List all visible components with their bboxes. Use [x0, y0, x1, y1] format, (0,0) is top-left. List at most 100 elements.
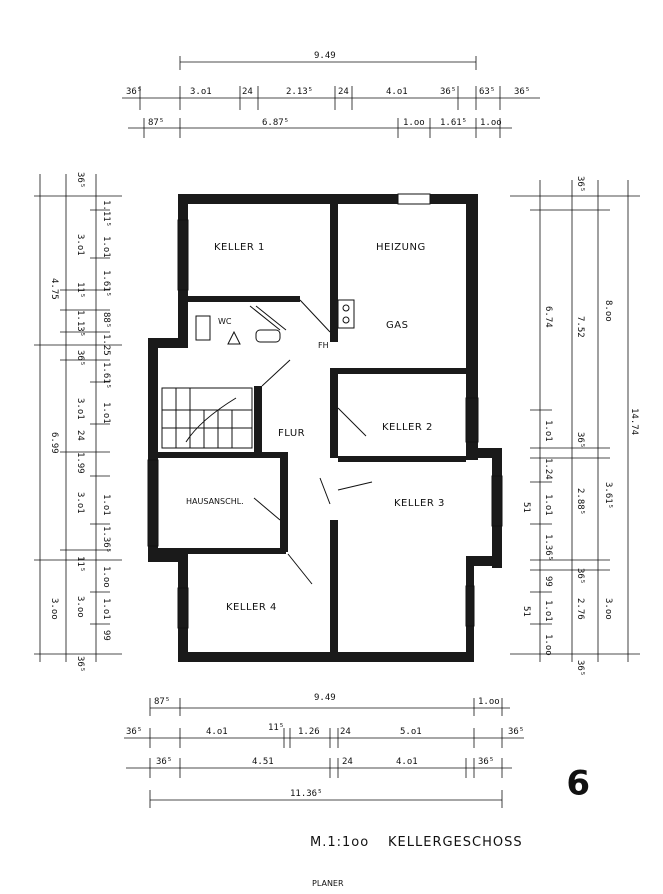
left-mid-dim: 11⁵ [75, 556, 85, 572]
room-label-keller2: KELLER 2 [382, 422, 433, 433]
left-mid-dim: 11⁵ [75, 282, 85, 298]
staircase [161, 387, 253, 449]
top-row2-dim: 1.oo [403, 118, 425, 128]
top-total-dim: 9.49 [314, 51, 336, 61]
left-inner-dim: 99 [101, 630, 111, 641]
left-mid-dim: 1.99 [75, 452, 85, 474]
right-small-dim: 1.36⁵ [543, 534, 553, 561]
right-inner-dim: 2.76 [575, 598, 585, 620]
right-small-dim: 1.o1 [543, 420, 553, 442]
room-label-hausanschl: HAUSANSCHL. [186, 497, 244, 506]
room-label-keller3: KELLER 3 [394, 498, 445, 509]
right-small-dim: 1.24 [543, 458, 553, 480]
left-inner-dim: 1.61⁵ [101, 362, 111, 389]
bottom-row2-dim: 36⁵ [508, 727, 524, 737]
right-small-dim: 1.o1 [543, 494, 553, 516]
top-dimensions: 9.49 36⁵ 3.o1 24 2.13⁵ 24 4.o1 36⁵ 63⁵ 3… [122, 51, 540, 138]
left-outer-dim: 4.75 [49, 278, 59, 300]
left-inner-dim: 1.oo [101, 566, 111, 588]
bottom-row2-dim: 1.26 [298, 727, 320, 737]
right-mid-dim: 8.oo [603, 300, 613, 322]
left-outer-dim: 6.99 [49, 432, 59, 454]
top-row2-dim: 1.61⁵ [440, 118, 467, 128]
left-inner-dim: 1.o1 [101, 236, 111, 258]
right-inner-dim: 2.88⁵ [575, 488, 585, 515]
top-row1-dim: 36⁵ [440, 87, 456, 97]
right-small-dim: 1.oo [543, 634, 553, 656]
bottom-row3-dim: 4.o1 [396, 757, 418, 767]
left-mid-dim: 3.o1 [75, 398, 85, 420]
left-dimensions: 4.75 6.99 3.oo 36⁵ 3.o1 11⁵ 1.13⁵ 36⁵ 3.… [34, 172, 122, 672]
top-row1-dim: 24 [242, 87, 253, 97]
top-row1-dim: 3.o1 [190, 87, 212, 97]
left-inner-dim: 1.o1 [101, 402, 111, 424]
left-inner-dim: 1.25 [101, 334, 111, 356]
room-label-keller4: KELLER 4 [226, 602, 277, 613]
left-inner-dim: 1.11⁵ [101, 200, 111, 227]
wc-fixtures [195, 305, 287, 345]
right-inner-dim: 36⁵ [575, 176, 585, 192]
bottom-row2-dim: 5.o1 [400, 727, 422, 737]
right-mid-dim: 3.61⁵ [603, 482, 613, 509]
right-inner-dim: 36⁵ [575, 660, 585, 676]
bottom-row2-dim: 4.o1 [206, 727, 228, 737]
sheet-number: 9 [566, 761, 590, 801]
right-mid-dim: 3.oo [603, 598, 613, 620]
left-mid-dim: 3.o1 [75, 234, 85, 256]
room-label-gas: GAS [386, 320, 408, 331]
room-label-heizung: HEIZUNG [376, 242, 426, 253]
top-row2-dim: 6.87⁵ [262, 118, 289, 128]
room-labels: KELLER 1 HEIZUNG GAS WC FH FLUR KELLER 2… [186, 242, 445, 613]
right-outer-dim: 14.74 [629, 408, 639, 435]
bottom-row1-dim: 9.49 [314, 693, 336, 703]
left-outer-dim: 3.oo [49, 598, 59, 620]
right-small-dim: 99 [543, 576, 553, 587]
left-inner-dim: 1.o1 [101, 494, 111, 516]
left-mid-dim: 36⁵ [75, 350, 85, 366]
left-inner-dim: 1.61⁵ [101, 270, 111, 297]
scale-label: M.1:1oo [310, 835, 369, 850]
left-inner-dim: 1.o1 [101, 598, 111, 620]
bottom-row1-dim: 87⁵ [154, 697, 170, 707]
left-mid-dim: 24 [75, 430, 85, 441]
right-small-dim: 51 [521, 606, 531, 617]
left-inner-dim: 88⁵ [101, 312, 111, 328]
room-label-fh: FH [318, 341, 329, 350]
right-inner-dim: 36⁵ [575, 432, 585, 448]
top-row1-dim: 63⁵ [479, 87, 495, 97]
left-mid-dim: 3.oo [75, 596, 85, 618]
top-row1-dim: 2.13⁵ [286, 87, 313, 97]
right-small-dim: 51 [521, 502, 531, 513]
walls [148, 194, 502, 662]
top-row1-dim: 36⁵ [514, 87, 530, 97]
bottom-row1-dim: 1.oo [478, 697, 500, 707]
right-dimensions: 14.74 8.oo 3.61⁵ 3.oo 36⁵ 6.74 7.52 36⁵ … [510, 176, 640, 676]
bottom-row2-dim: 11⁵ [268, 723, 284, 733]
top-row2-dim: 87⁵ [148, 118, 164, 128]
title-block: 9 M.1:1oo KELLERGESCHOSS PLANER [310, 761, 590, 888]
top-row1-dim: 36⁵ [126, 87, 142, 97]
bottom-total-dim: 11.36⁵ [290, 789, 323, 799]
bottom-row3-dim: 36⁵ [478, 757, 494, 767]
bottom-dimensions: 87⁵ 9.49 1.oo 36⁵ 4.o1 11⁵ 1.26 24 5.o1 … [124, 693, 524, 808]
top-row2-dim: 1.oo [480, 118, 502, 128]
left-mid-dim: 36⁵ [75, 656, 85, 672]
heating-equipment [337, 299, 355, 329]
right-inner-dim: 7.52 [575, 316, 585, 338]
left-mid-dim: 1.13⁵ [75, 310, 85, 337]
windows [147, 193, 503, 629]
bottom-row3-dim: 36⁵ [156, 757, 172, 767]
room-label-wc: WC [218, 317, 232, 326]
room-label-keller1: KELLER 1 [214, 242, 265, 253]
left-mid-dim: 3.o1 [75, 492, 85, 514]
bottom-row2-dim: 36⁵ [126, 727, 142, 737]
right-inner-dim: 36⁵ [575, 568, 585, 584]
floor-title: KELLERGESCHOSS [388, 835, 523, 850]
left-mid-dim: 36⁵ [75, 172, 85, 188]
bottom-row3-dim: 4.51 [252, 757, 274, 767]
bottom-row3-dim: 24 [342, 757, 353, 767]
bottom-row2-dim: 24 [340, 727, 351, 737]
room-label-flur: FLUR [278, 428, 305, 439]
doors [253, 299, 373, 585]
